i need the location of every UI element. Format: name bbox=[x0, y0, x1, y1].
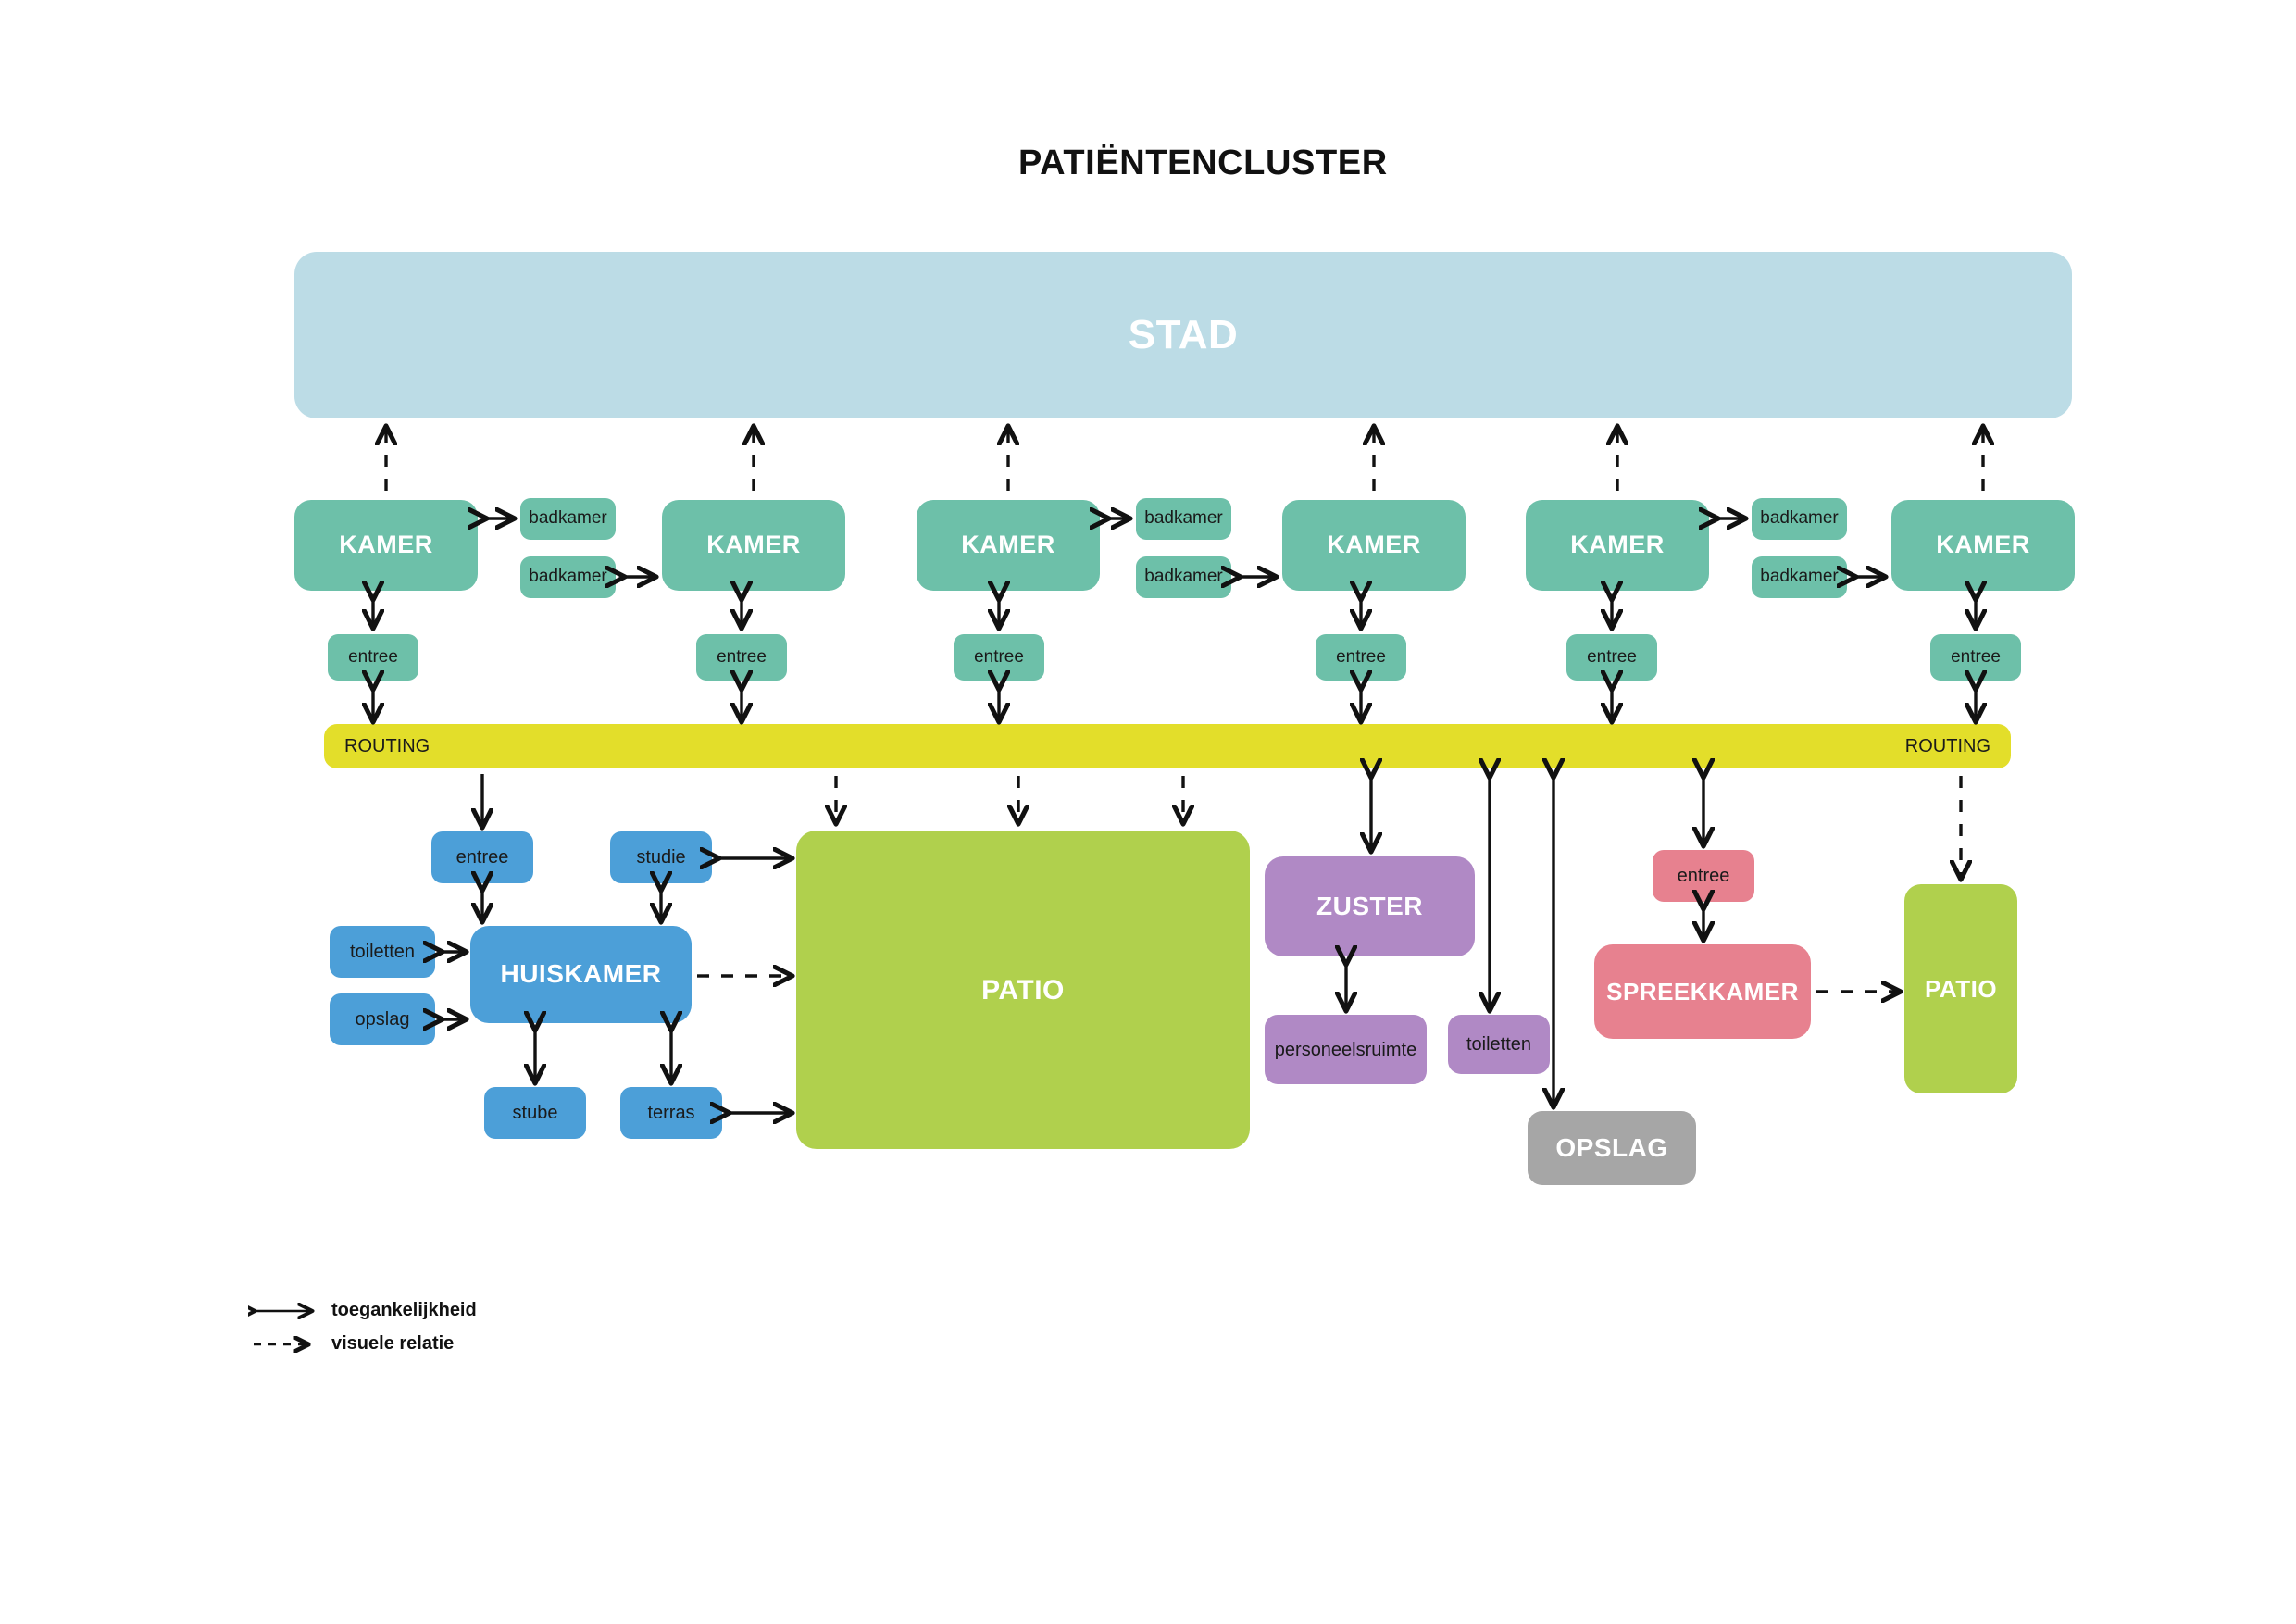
kamer-block-2: KAMER bbox=[662, 500, 845, 591]
badkamer-block-2: badkamer bbox=[520, 556, 616, 598]
zuster-block: ZUSTER bbox=[1265, 856, 1475, 956]
badkamer-block-6: badkamer bbox=[1752, 556, 1847, 598]
stube-block: stube bbox=[484, 1087, 586, 1139]
routing-bar: ROUTING ROUTING bbox=[324, 724, 2011, 768]
studie-block: studie bbox=[610, 831, 712, 883]
legend-label-toegankelijkheid: toegankelijkheid bbox=[331, 1300, 477, 1320]
arrow-group-kamer-entree-routing bbox=[373, 598, 1976, 720]
kamer-block-4: KAMER bbox=[1282, 500, 1466, 591]
entree-block-1: entree bbox=[328, 634, 418, 681]
legend-item-visuele-relatie: visuele relatie bbox=[248, 1333, 454, 1355]
terras-block: terras bbox=[620, 1087, 722, 1139]
personeelsruimte-block: personeelsruimte bbox=[1265, 1015, 1427, 1084]
opslag-block-huiskamer: opslag bbox=[330, 993, 435, 1045]
badkamer-block-4: badkamer bbox=[1136, 556, 1231, 598]
kamer-block-5: KAMER bbox=[1526, 500, 1709, 591]
double-arrow-icon bbox=[248, 1301, 317, 1321]
huiskamer-block: HUISKAMER bbox=[470, 926, 692, 1023]
opslag-block: OPSLAG bbox=[1528, 1111, 1696, 1185]
toiletten-block-huiskamer: toiletten bbox=[330, 926, 435, 978]
badkamer-block-1: badkamer bbox=[520, 498, 616, 540]
patio-right-block: PATIO bbox=[1904, 884, 2017, 1093]
entree-block-2: entree bbox=[696, 634, 787, 681]
entree-block-4: entree bbox=[1316, 634, 1406, 681]
toiletten-block-zuster: toiletten bbox=[1448, 1015, 1550, 1074]
arrow-group-dashed-to-stad bbox=[386, 428, 1983, 491]
kamer-block-6: KAMER bbox=[1891, 500, 2075, 591]
spreekkamer-block: SPREEKKAMER bbox=[1594, 944, 1811, 1039]
patio-main-block: PATIO bbox=[796, 831, 1250, 1149]
stad-block: STAD bbox=[294, 252, 2072, 418]
routing-label-right: ROUTING bbox=[1904, 735, 1990, 756]
dashed-arrow-icon bbox=[254, 1334, 317, 1355]
huiskamer-entree-block: entree bbox=[431, 831, 533, 883]
spreekkamer-entree-block: entree bbox=[1653, 850, 1754, 902]
entree-block-6: entree bbox=[1930, 634, 2021, 681]
page-title: PATIËNTENCLUSTER bbox=[1018, 144, 1388, 182]
badkamer-block-3: badkamer bbox=[1136, 498, 1231, 540]
badkamer-block-5: badkamer bbox=[1752, 498, 1847, 540]
entree-block-3: entree bbox=[954, 634, 1044, 681]
legend-label-visuele-relatie: visuele relatie bbox=[331, 1333, 455, 1354]
arrow-group-routing-to-patio bbox=[836, 776, 1183, 822]
entree-block-5: entree bbox=[1566, 634, 1657, 681]
kamer-block-1: KAMER bbox=[294, 500, 478, 591]
routing-label-left: ROUTING bbox=[344, 735, 430, 756]
kamer-block-3: KAMER bbox=[917, 500, 1100, 591]
legend-item-toegankelijkheid: toegankelijkheid bbox=[248, 1300, 477, 1321]
